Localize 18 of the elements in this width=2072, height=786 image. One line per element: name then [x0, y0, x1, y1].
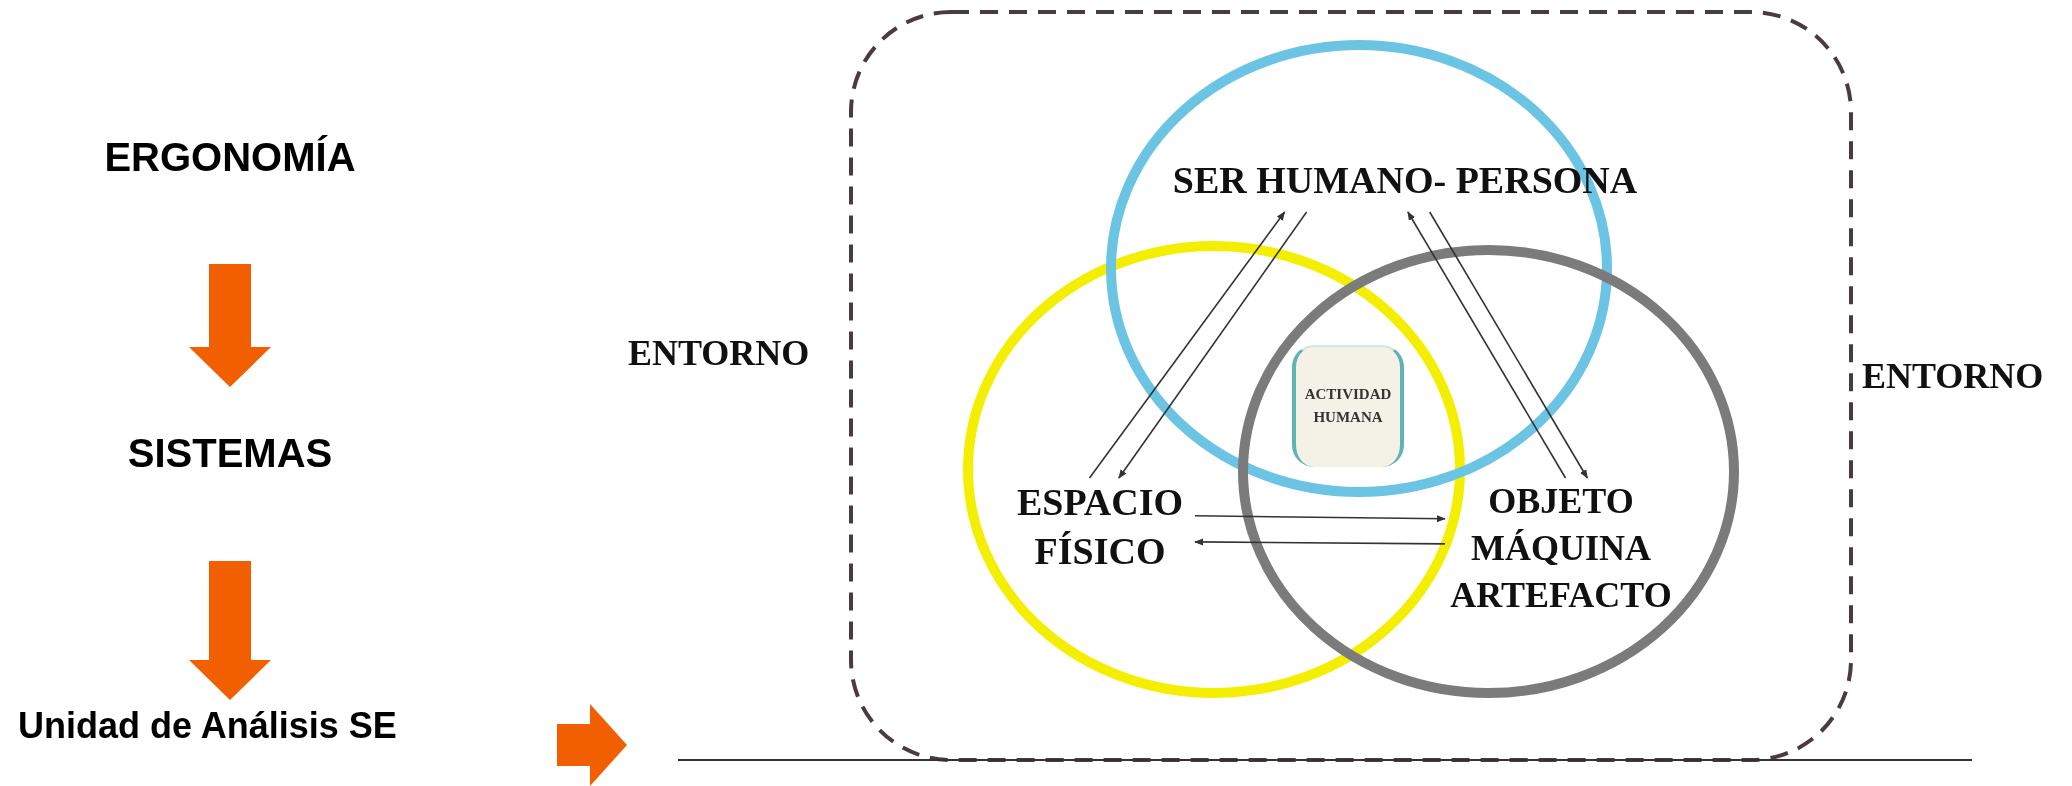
arrow [1194, 538, 1446, 546]
circle-outline [1238, 245, 1739, 698]
arrow [1118, 211, 1308, 479]
heading-text: SISTEMAS [60, 387, 400, 561]
arrow [1194, 515, 1446, 523]
arrow [1088, 211, 1286, 479]
block-arrow [189, 561, 271, 700]
arrow [1407, 211, 1567, 479]
region-label: ENTORNO [628, 332, 810, 374]
dashed-boundary [849, 10, 1853, 762]
activity-badge: ACTIVIDAD HUMANA [1292, 345, 1404, 467]
circle-label: ESPACIO FÍSICO [1005, 478, 1195, 578]
region-label: ENTORNO [1862, 355, 2044, 397]
block-arrow [189, 264, 271, 387]
circle-label: OBJETO MÁQUINA ARTEFACTO [1445, 478, 1677, 618]
arrow [1428, 211, 1589, 479]
heading-text: Unidad de Análisis SE [5, 700, 557, 756]
heading-text: ERGONOMÍA [60, 125, 400, 264]
